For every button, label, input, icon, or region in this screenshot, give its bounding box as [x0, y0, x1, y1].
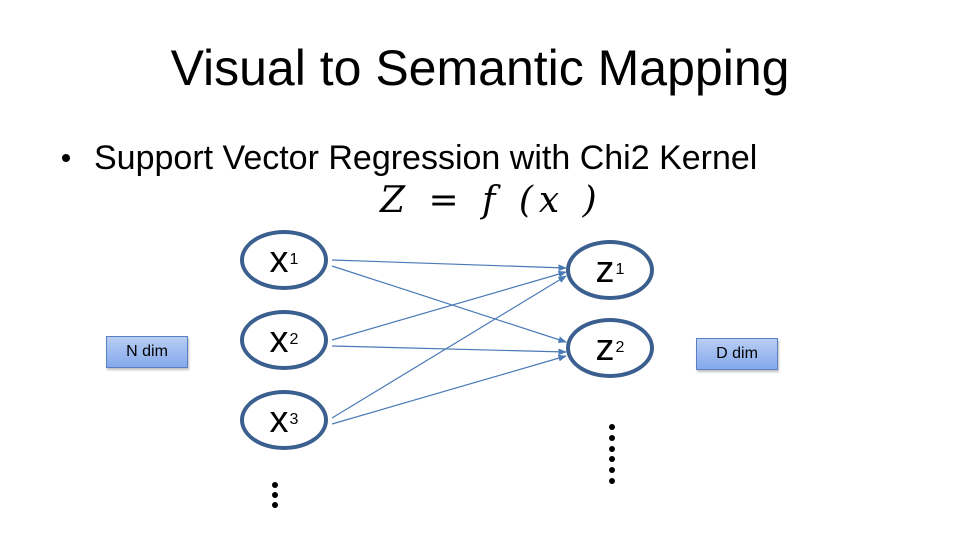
node-var: x [269, 398, 289, 441]
node-subscript: 1 [615, 261, 625, 278]
edge-x2-z2 [331, 345, 567, 356]
node-subscript: 3 [289, 411, 299, 428]
bullet-dot-icon [62, 154, 70, 162]
node-var: x [269, 238, 289, 281]
node-subscript: 1 [289, 251, 299, 268]
edge-x3-z1 [331, 275, 567, 419]
input-dim-label: N dim [106, 336, 188, 368]
output-dim-label: D dim [696, 338, 778, 370]
bullet-text: Support Vector Regression with Chi2 Kern… [94, 139, 758, 177]
node-var: z [595, 248, 615, 291]
mapping-formula: Z = f (x ) [380, 180, 603, 221]
edge-x3-z2 [331, 354, 567, 425]
slide-title: Visual to Semantic Mapping [170, 40, 790, 96]
bullet-item: Support Vector Regression with Chi2 Kern… [62, 134, 757, 182]
input-ellipsis-icon [270, 482, 280, 508]
output-ellipsis-icon [607, 424, 617, 484]
node-subscript: 2 [289, 331, 299, 348]
node-var: z [595, 326, 615, 369]
node-var: x [269, 318, 289, 361]
edge-x1-z2 [331, 265, 567, 343]
edge-x1-z1 [331, 259, 567, 272]
node-subscript: 2 [615, 339, 625, 356]
edge-x2-z1 [331, 270, 567, 341]
